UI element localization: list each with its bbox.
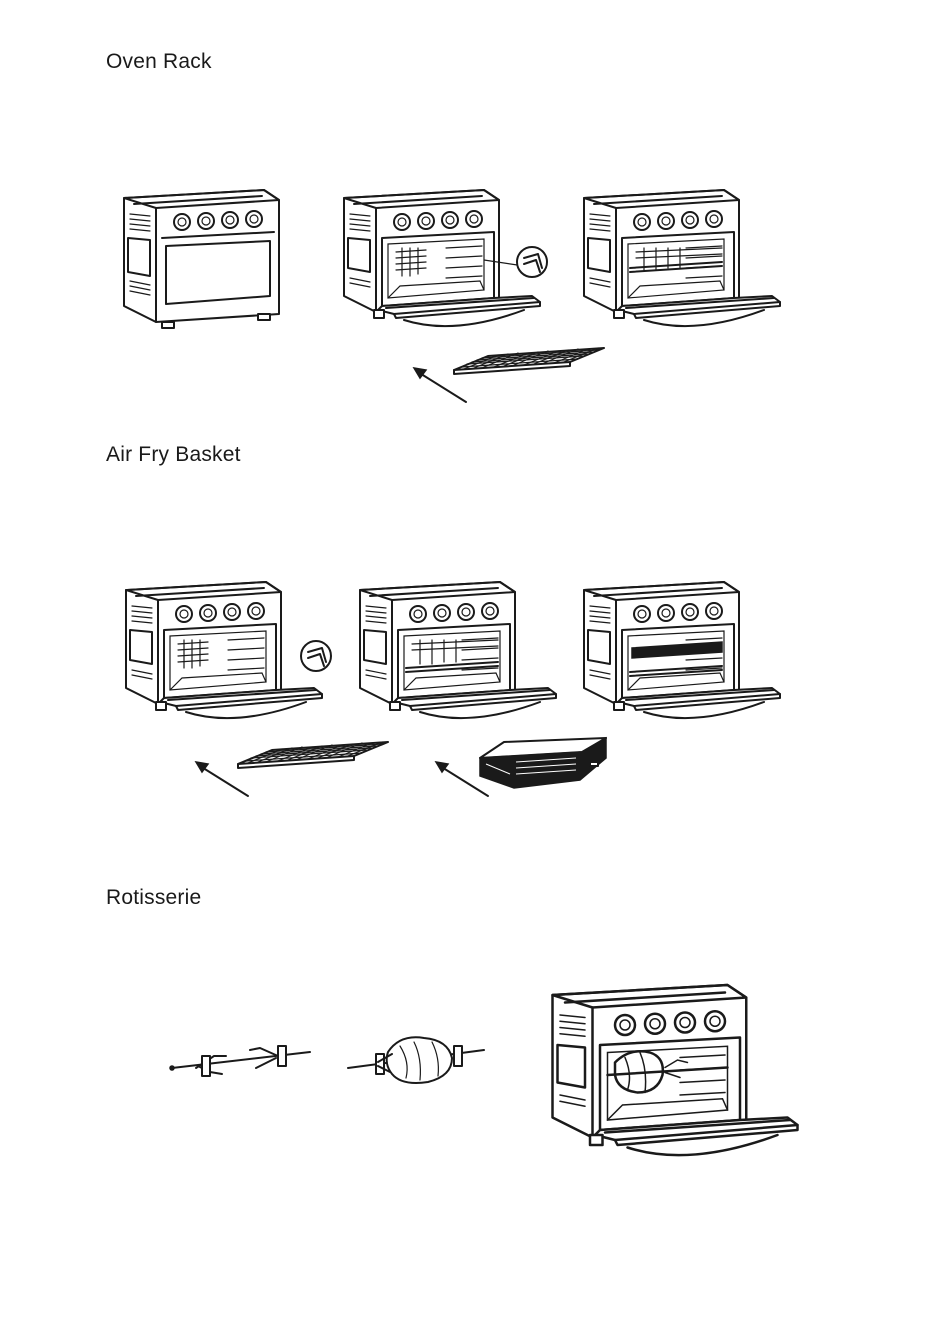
rotisserie-spit-with-food-icon — [348, 1037, 484, 1083]
rotisserie-spit-icon — [170, 1046, 310, 1076]
toaster-oven-with-rotisserie — [553, 985, 798, 1155]
